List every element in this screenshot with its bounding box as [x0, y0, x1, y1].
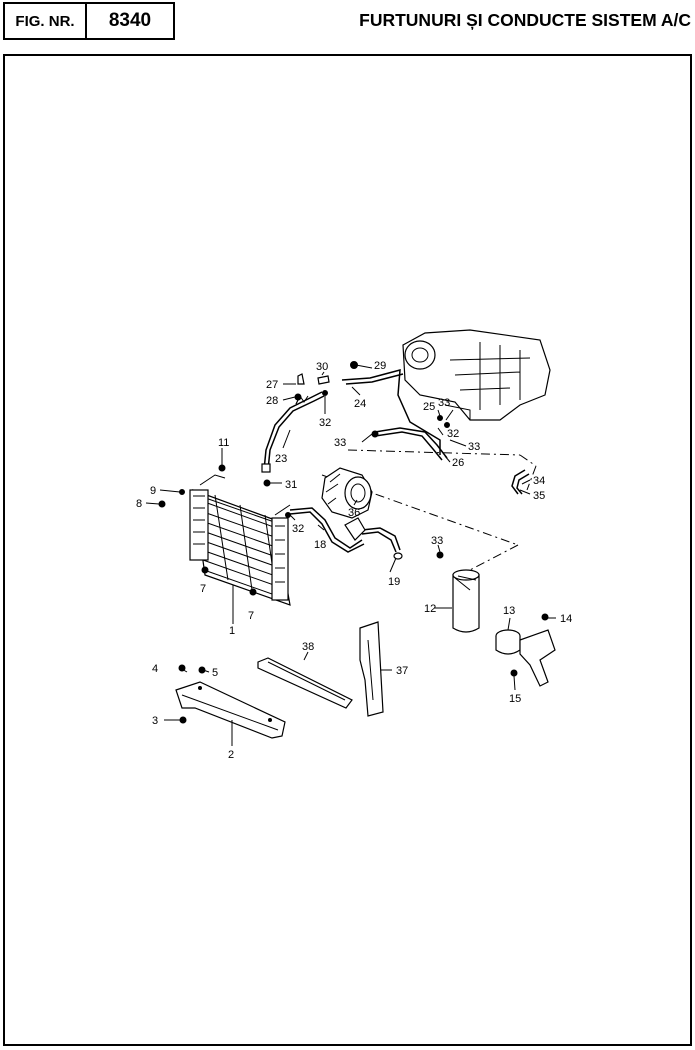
- diagram-frame: [3, 54, 692, 1046]
- callout-35: 35: [533, 490, 545, 502]
- callout-33a: 33: [334, 437, 346, 449]
- callout-7a: 7: [200, 583, 206, 595]
- callout-19: 19: [388, 576, 400, 588]
- compressor: [321, 467, 373, 541]
- callout-14: 14: [560, 613, 572, 625]
- callout-33c: 33: [468, 441, 480, 453]
- page-title: FURTUNURI ȘI CONDUCTE SISTEM A/C: [359, 10, 691, 30]
- callout-32a: 32: [319, 417, 331, 429]
- callout-3: 3: [152, 715, 158, 727]
- hose-34-35: [511, 469, 530, 495]
- callout-38: 38: [302, 641, 314, 653]
- callout-4: 4: [152, 663, 158, 675]
- evaporator-housing: [402, 329, 551, 421]
- callout-5: 5: [212, 667, 218, 679]
- figure-number-box: FIG. NR. 8340: [3, 2, 175, 40]
- callout-25: 25: [423, 401, 435, 413]
- callout-27: 27: [266, 379, 278, 391]
- figure-number: 8340: [108, 10, 152, 31]
- callout-18: 18: [314, 539, 326, 551]
- callout-15: 15: [509, 693, 521, 705]
- fasteners: [158, 361, 549, 724]
- callout-33b: 33: [438, 397, 450, 409]
- callout-1: 1: [229, 625, 235, 637]
- callout-30: 30: [316, 361, 328, 373]
- callout-13: 13: [503, 605, 515, 617]
- callout-9: 9: [150, 485, 156, 497]
- callout-29: 29: [374, 360, 386, 372]
- callout-34: 34: [533, 475, 545, 487]
- callout-26: 26: [452, 457, 464, 469]
- receiver-drier: [452, 569, 480, 633]
- callout-37: 37: [396, 665, 408, 677]
- hose-19: [361, 527, 403, 560]
- leader-lines: [145, 364, 556, 746]
- callout-labels: 11 9 8 7 7 1 4 5 3 2 31 32 18 19 23 24 2…: [136, 360, 572, 761]
- callout-8: 8: [136, 498, 142, 510]
- dash-dot-lines: [321, 449, 537, 571]
- callout-36: 36: [348, 507, 360, 519]
- callout-32c: 32: [292, 523, 304, 535]
- seal-37: [359, 621, 384, 717]
- bracket-13: [495, 629, 556, 687]
- deflector-38: [257, 657, 353, 709]
- hose-18: [289, 507, 365, 553]
- hoses-upper: [341, 369, 448, 461]
- callout-2: 2: [228, 749, 234, 761]
- callout-28: 28: [266, 395, 278, 407]
- callout-31: 31: [285, 479, 297, 491]
- callout-24: 24: [354, 398, 366, 410]
- hose-23: [261, 391, 325, 473]
- callout-32b: 32: [447, 428, 459, 440]
- figure-label: FIG. NR.: [5, 4, 87, 38]
- bracket-2: [175, 681, 286, 739]
- condenser: [189, 474, 291, 606]
- callout-33d: 33: [431, 535, 443, 547]
- callout-23: 23: [275, 453, 287, 465]
- callout-7b: 7: [248, 610, 254, 622]
- callout-11: 11: [218, 437, 229, 449]
- callout-12: 12: [424, 603, 436, 615]
